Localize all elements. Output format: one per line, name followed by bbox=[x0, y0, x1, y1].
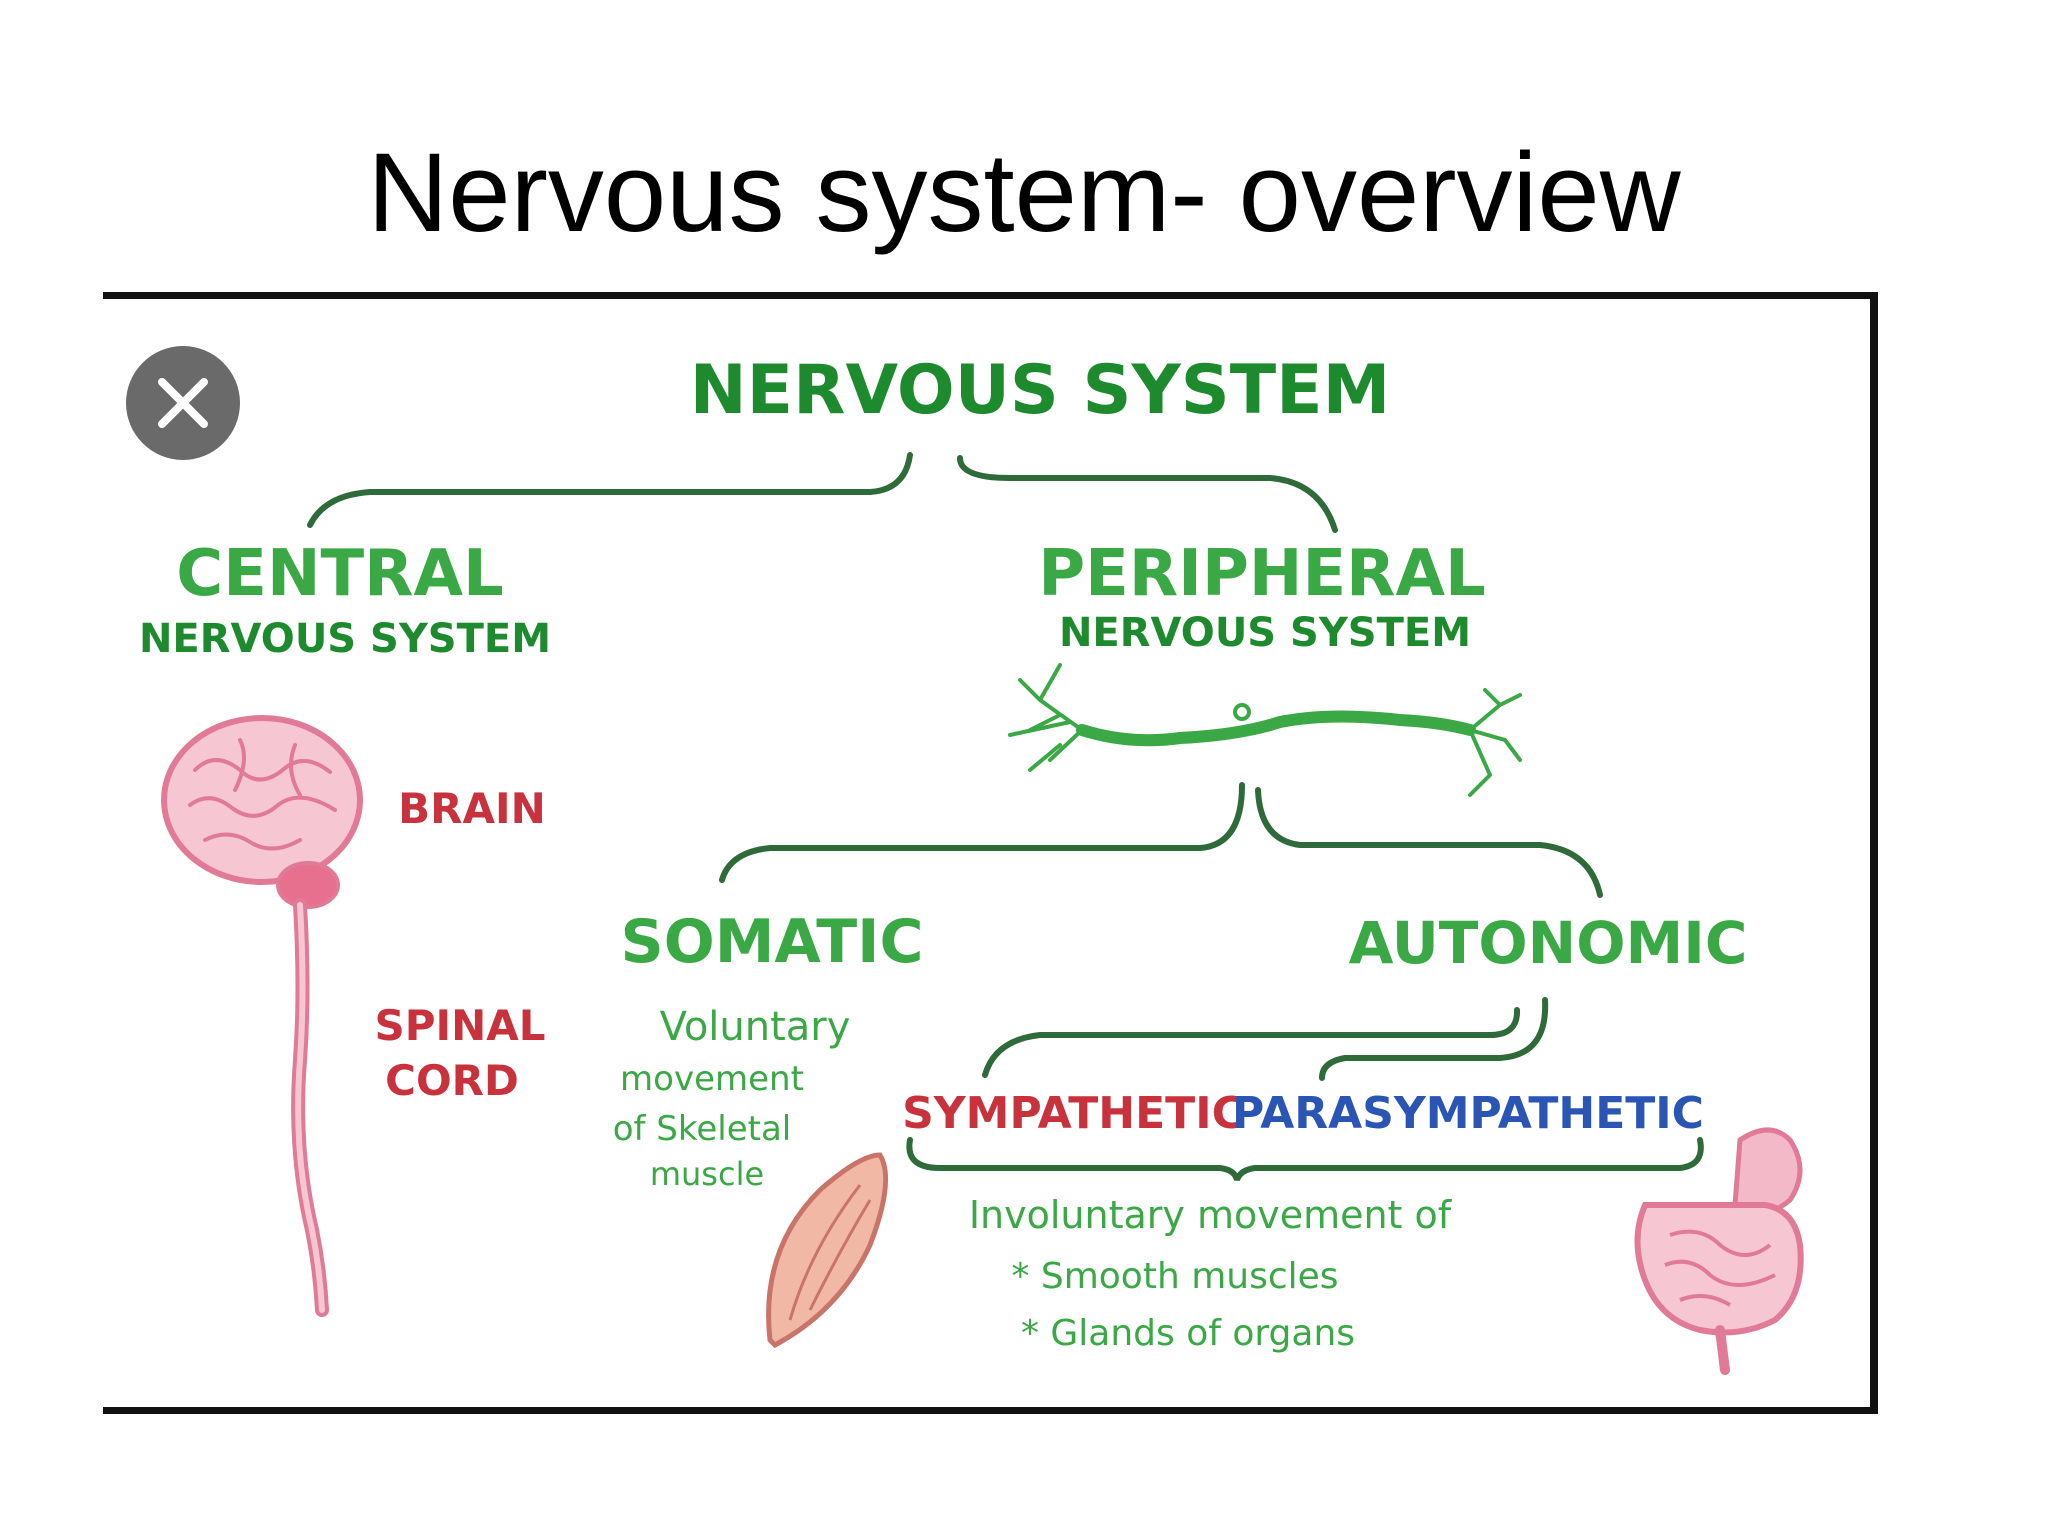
somatic-desc-line: Voluntary bbox=[660, 1004, 851, 1050]
central-title: CENTRAL bbox=[176, 537, 504, 611]
somatic-desc-line: muscle bbox=[650, 1155, 764, 1193]
brain-label: BRAIN bbox=[398, 784, 546, 833]
bracket-peripheral-right bbox=[1255, 787, 1603, 898]
autonomic-title: AUTONOMIC bbox=[1349, 909, 1748, 977]
bracket-autonomic-sympathetic bbox=[982, 1007, 1521, 1078]
somatic-title: SOMATIC bbox=[621, 907, 924, 977]
organs-illustration bbox=[1634, 1127, 1804, 1375]
somatic-desc-line: of Skeletal bbox=[613, 1109, 792, 1149]
spinal-label: SPINAL bbox=[374, 1001, 545, 1050]
bracket-root-right bbox=[957, 455, 1338, 533]
neuron-illustration bbox=[1008, 663, 1522, 797]
involuntary-item: * Glands of organs bbox=[1021, 1313, 1355, 1354]
brain-illustration bbox=[161, 715, 363, 909]
involuntary-item: * Smooth muscles bbox=[1011, 1256, 1338, 1297]
involuntary-heading: Involuntary movement of bbox=[969, 1193, 1453, 1237]
bracket-autonomic-parasympathetic bbox=[1319, 997, 1549, 1081]
peripheral-subtitle: NERVOUS SYSTEM bbox=[1059, 610, 1471, 656]
central-subtitle: NERVOUS SYSTEM bbox=[139, 616, 551, 662]
close-icon bbox=[158, 378, 208, 428]
bracket-root-left bbox=[307, 452, 913, 528]
parasympathetic-label: PARASYMPATHETIC bbox=[1232, 1088, 1704, 1139]
tree-connectors bbox=[307, 452, 1704, 1182]
bracket-involuntary bbox=[906, 1137, 1704, 1182]
peripheral-title: PERIPHERAL bbox=[1038, 537, 1486, 611]
slide-title: Nervous system- overview bbox=[367, 130, 1681, 255]
cord-label: CORD bbox=[385, 1056, 519, 1105]
somatic-desc-line: movement bbox=[620, 1059, 804, 1099]
bracket-peripheral-left bbox=[719, 782, 1245, 883]
sympathetic-label: SYMPATHETIC bbox=[902, 1088, 1244, 1139]
muscle-illustration bbox=[766, 1152, 889, 1349]
root-label: NERVOUS SYSTEM bbox=[690, 351, 1391, 430]
close-button[interactable] bbox=[126, 346, 240, 460]
